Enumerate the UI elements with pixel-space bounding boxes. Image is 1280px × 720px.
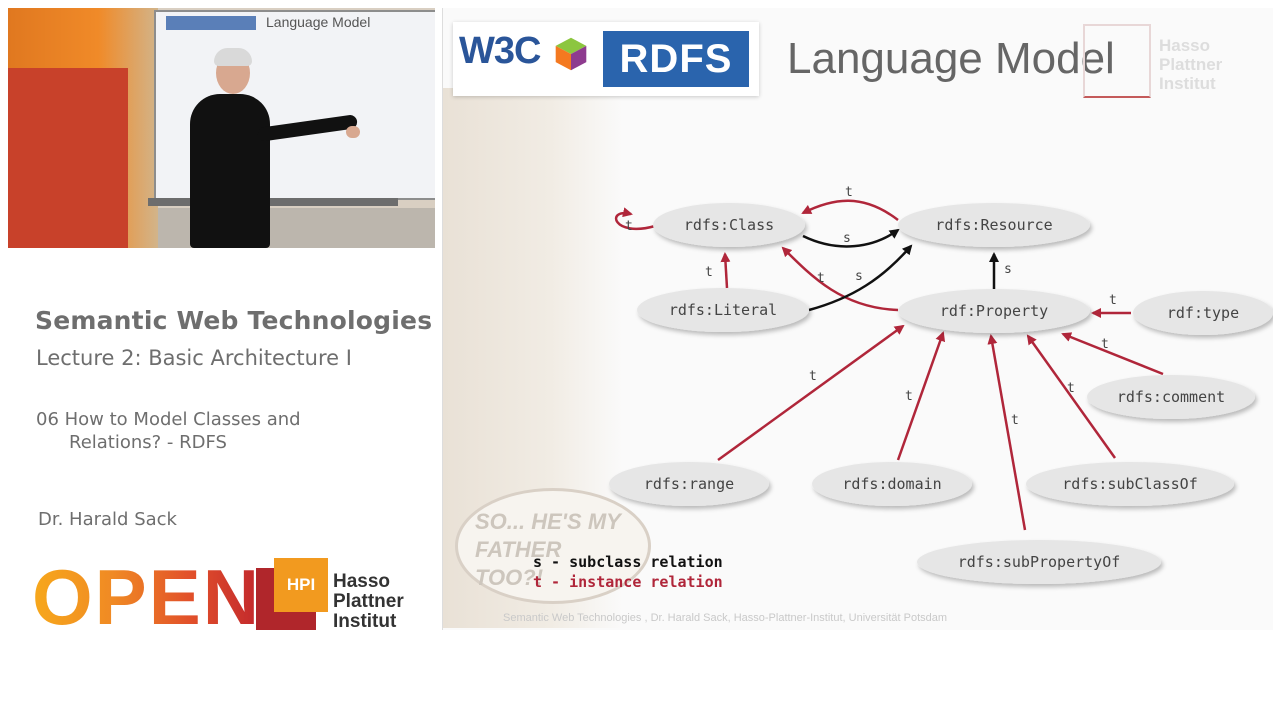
lecture-title: Lecture 2: Basic Architecture I bbox=[36, 346, 352, 370]
legend-instance: t - instance relation bbox=[533, 573, 723, 591]
speaker-hand bbox=[346, 126, 360, 138]
w3c-logo-text: W3C bbox=[459, 30, 541, 72]
edge-label-t: t bbox=[1067, 381, 1075, 396]
edge-label-t: t bbox=[1011, 413, 1019, 428]
section-title-line1: 06 How to Model Classes and bbox=[36, 409, 301, 430]
node-label-literal: rdfs:Literal bbox=[669, 301, 777, 319]
w3c-rdfs-logo: W3C RDFS bbox=[453, 22, 759, 96]
edge-label-t: t bbox=[1101, 337, 1109, 352]
node-range bbox=[609, 462, 769, 506]
video-wall-red bbox=[8, 68, 128, 248]
hpi-logo-name-2: Plattner bbox=[333, 591, 404, 612]
node-label-domain: rdfs:domain bbox=[842, 475, 941, 493]
edge-label-t: t bbox=[809, 369, 817, 384]
edge-label-t: t bbox=[817, 271, 825, 286]
slide-footer: Semantic Web Technologies , Dr. Harald S… bbox=[503, 612, 948, 624]
rdfs-diagram: t t s t t s s t t t t t t bbox=[533, 185, 1273, 591]
cube-icon bbox=[555, 37, 587, 71]
section-title-line2: Relations? - RDFS bbox=[69, 432, 227, 453]
node-comment bbox=[1087, 375, 1255, 419]
node-property bbox=[898, 289, 1090, 333]
slide-hpi-logo-text-3: Institut bbox=[1159, 74, 1216, 93]
hpi-logo-name: Hasso Plattner Institut bbox=[333, 572, 404, 632]
course-title: Semantic Web Technologies bbox=[35, 306, 433, 335]
video-board-logo bbox=[166, 16, 256, 30]
slide-speech-bubble bbox=[455, 488, 651, 604]
edge-range-type-property bbox=[717, 324, 905, 462]
edge-label-s: s bbox=[843, 231, 851, 246]
slide-hpi-logo-text: Hasso Plattner Institut bbox=[1159, 36, 1222, 93]
edge-comment-type-property bbox=[1061, 332, 1164, 376]
author-name: Dr. Harald Sack bbox=[38, 509, 177, 530]
node-label-property: rdf:Property bbox=[940, 302, 1048, 320]
speech-bubble-text: SO... HE'S MY FATHER TOO?! bbox=[475, 509, 621, 590]
hpi-logo-name-3: Institut bbox=[333, 611, 397, 632]
section-title: 06 How to Model Classes and Relations? -… bbox=[36, 408, 356, 454]
edge-property-type-class bbox=[781, 246, 899, 312]
edge-literal-type-class bbox=[720, 252, 731, 289]
edge-label-t: t bbox=[905, 389, 913, 404]
node-label-subpropertyof: rdfs:subPropertyOf bbox=[958, 553, 1121, 571]
video-board-title: Language Model bbox=[266, 14, 371, 30]
node-label-comment: rdfs:comment bbox=[1117, 388, 1225, 406]
slide-title: Language Model bbox=[787, 34, 1115, 83]
node-class bbox=[653, 203, 805, 247]
node-label-range: rdfs:range bbox=[644, 475, 734, 493]
rdfs-badge: RDFS bbox=[603, 31, 749, 87]
node-label-resource: rdfs:Resource bbox=[935, 216, 1052, 234]
edge-literal-subclass-resource bbox=[808, 244, 913, 312]
edge-label-t: t bbox=[845, 185, 853, 200]
edge-label-s: s bbox=[1004, 262, 1012, 277]
node-resource bbox=[898, 203, 1090, 247]
video-board-tray bbox=[148, 198, 398, 206]
nodes bbox=[609, 203, 1273, 584]
node-label-class: rdfs:Class bbox=[684, 216, 774, 234]
legend: s - subclass relation t - instance relat… bbox=[533, 553, 723, 591]
edge-label-s: s bbox=[855, 269, 863, 284]
node-subpropertyof bbox=[917, 540, 1161, 584]
hpi-logo-name-1: Hasso bbox=[333, 571, 391, 592]
slide-hpi-logo-text-2: Plattner bbox=[1159, 55, 1223, 74]
node-literal bbox=[637, 288, 809, 332]
node-domain bbox=[812, 462, 972, 506]
edge-class-subclass-resource bbox=[802, 228, 900, 248]
node-type bbox=[1133, 291, 1273, 335]
edge-label-t: t bbox=[625, 219, 633, 234]
node-label-type: rdf:type bbox=[1167, 304, 1239, 322]
edge-subclassof-type-property bbox=[1026, 334, 1117, 459]
edge-label-t: t bbox=[1109, 293, 1117, 308]
openhpi-logo-open: OPEN bbox=[32, 553, 262, 641]
edge-label-t: t bbox=[705, 265, 713, 280]
slide-hpi-logo-text-1: Hasso bbox=[1159, 36, 1211, 55]
edge-resource-type-class bbox=[801, 199, 899, 221]
node-label-subclassof: rdfs:subClassOf bbox=[1062, 475, 1197, 493]
edge-domain-type-property bbox=[896, 331, 946, 461]
edge-subpropertyof-type-property bbox=[987, 334, 1027, 531]
legend-subclass: s - subclass relation bbox=[533, 553, 723, 571]
hpi-logo-box: HPI bbox=[274, 558, 328, 612]
edge-labels: t t s t t s s t t t t t t bbox=[625, 185, 1117, 428]
speaker-hair bbox=[214, 48, 252, 66]
node-labels: rdfs:Class rdfs:Resource rdfs:Literal rd… bbox=[644, 216, 1239, 571]
subclass-edges bbox=[802, 228, 999, 312]
instance-edges bbox=[614, 199, 1164, 531]
edge-class-type-self bbox=[614, 207, 656, 231]
slide-hpi-logo bbox=[1083, 24, 1151, 98]
node-subclassof bbox=[1026, 462, 1234, 506]
lecture-slide: SO... HE'S MY FATHER TOO?! W3C RDFS Lang… bbox=[442, 8, 1273, 630]
speaker-body bbox=[190, 94, 270, 248]
speaker-video: Language Model bbox=[8, 8, 435, 248]
